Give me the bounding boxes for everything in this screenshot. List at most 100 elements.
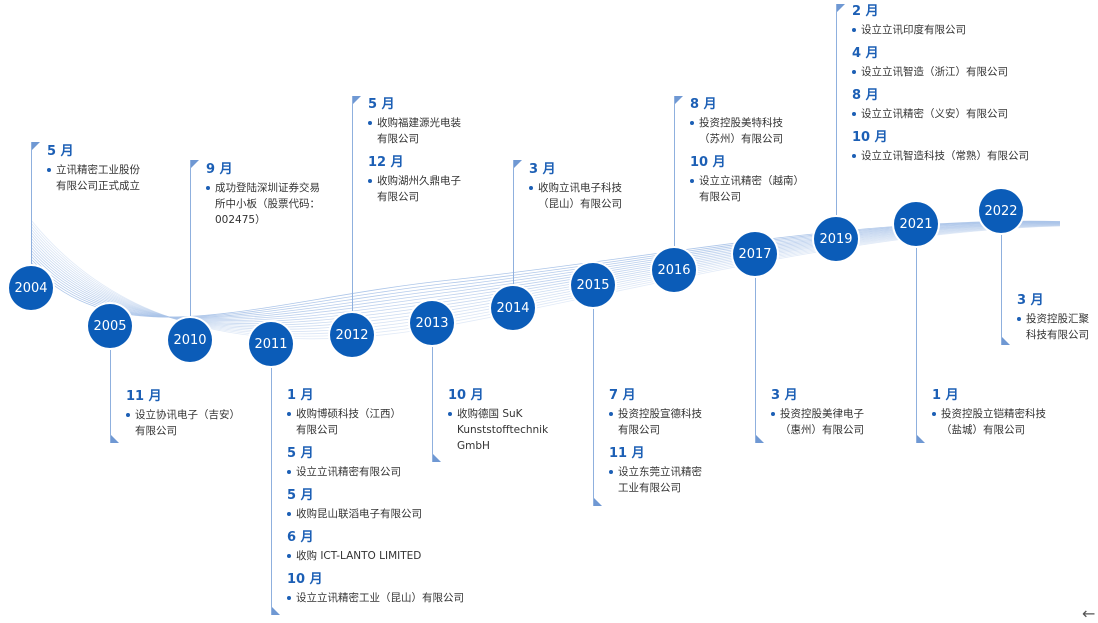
timeline-pole [352,96,353,335]
timeline-pole [31,142,32,288]
event-month: 11 月 [126,389,162,404]
event-month: 5 月 [287,446,314,461]
event-month: 5 月 [47,144,74,159]
year-node[interactable]: 2010 [168,318,212,362]
event-month: 3 月 [771,388,798,403]
event-month: 8 月 [852,88,879,103]
year-node[interactable]: 2013 [410,301,454,345]
event-item: 设立立讯精密有限公司 [287,464,464,480]
event-item: 收购博硕科技（江西） 有限公司 [287,406,464,438]
event-month: 1 月 [932,388,959,403]
timeline-pole [432,323,433,462]
year-node[interactable]: 2012 [330,313,374,357]
event-month: 10 月 [287,572,323,587]
timeline-pole [190,160,191,340]
wave-line [30,221,1061,318]
event-block: 10 月收购德国 SuK Kunststofftechnik GmbH [448,386,548,460]
year-node[interactable]: 2014 [491,286,535,330]
event-block: 3 月投资控股美律电子 （惠州）有限公司 [771,386,864,444]
wave-line [30,220,1061,318]
event-month: 1 月 [287,388,314,403]
year-node[interactable]: 2019 [814,217,858,261]
event-month: 11 月 [609,446,645,461]
event-month: 3 月 [529,162,556,177]
event-item: 收购昆山联滔电子有限公司 [287,506,464,522]
event-month: 10 月 [448,388,484,403]
wave-line [30,225,1061,335]
event-block: 1 月投资控股立铠精密科技 （盐城）有限公司 [932,386,1046,444]
event-month: 8 月 [690,97,717,112]
event-month: 7 月 [609,388,636,403]
flag-icon [675,96,683,104]
timeline-pole [836,4,837,239]
flag-icon [32,142,40,150]
wave-line [30,224,1061,328]
wave-line [30,223,1061,324]
timeline-pole [513,160,514,308]
year-node[interactable]: 2015 [571,263,615,307]
event-item: 设立立讯精密（越南） 有限公司 [690,173,804,205]
wave-line [30,221,1061,319]
event-month: 9 月 [206,162,233,177]
flag-icon [514,160,522,168]
event-item: 投资控股美特科技 （苏州）有限公司 [690,115,804,147]
event-block: 5 月立讯精密工业股份 有限公司正式成立 [47,142,140,200]
timeline-pole [271,344,272,615]
wave-line [30,221,1061,318]
event-item: 设立立讯智造（浙江）有限公司 [852,64,1029,80]
event-item: 立讯精密工业股份 有限公司正式成立 [47,162,140,194]
flag-icon [756,435,764,443]
year-node[interactable]: 2011 [249,322,293,366]
event-month: 12 月 [368,155,404,170]
event-item: 设立立讯精密（义安）有限公司 [852,106,1029,122]
event-item: 设立立讯精密工业（昆山）有限公司 [287,590,464,606]
event-month: 5 月 [287,488,314,503]
timeline-pole [755,254,756,443]
year-node[interactable]: 2022 [979,189,1023,233]
timeline-pole [916,224,917,443]
event-item: 收购立讯电子科技 （昆山）有限公司 [529,180,622,212]
wave-line [30,222,1061,320]
arrow-left-icon[interactable]: ← [1082,604,1096,623]
event-item: 收购湖州久鼎电子 有限公司 [368,173,461,205]
year-node[interactable]: 2016 [652,248,696,292]
year-node[interactable]: 2005 [88,304,132,348]
event-month: 5 月 [368,97,395,112]
wave-line [30,222,1061,337]
event-month: 10 月 [852,130,888,145]
timeline-pole [593,285,594,506]
wave-line [30,224,1061,332]
flag-icon [111,435,119,443]
event-month: 10 月 [690,155,726,170]
event-block: 8 月投资控股美特科技 （苏州）有限公司 10 月设立立讯精密（越南） 有限公司 [690,95,804,211]
event-block: 3 月投资控股汇聚 科技有限公司 [1017,291,1089,349]
wave-line [30,219,1061,340]
event-item: 设立东莞立讯精密 工业有限公司 [609,464,702,496]
timeline-pole [110,326,111,443]
event-item: 投资控股美律电子 （惠州）有限公司 [771,406,864,438]
event-item: 投资控股立铠精密科技 （盐城）有限公司 [932,406,1046,438]
event-month: 6 月 [287,530,314,545]
event-item: 收购福建源光电装 有限公司 [368,115,461,147]
wave-line [30,223,1061,323]
flag-icon [594,498,602,506]
flag-icon [1002,337,1010,345]
year-node[interactable]: 2021 [894,202,938,246]
event-item: 收购 ICT-LANTO LIMITED [287,548,464,564]
wave-line [30,224,1061,330]
flag-icon [353,96,361,104]
event-month: 3 月 [1017,293,1044,308]
event-month: 2 月 [852,4,879,19]
event-item: 设立立讯智造科技（常熟）有限公司 [852,148,1029,164]
event-block: 3 月收购立讯电子科技 （昆山）有限公司 [529,160,622,218]
timeline-pole [674,96,675,270]
event-item: 收购德国 SuK Kunststofftechnik GmbH [448,406,548,454]
year-node[interactable]: 2017 [733,232,777,276]
flag-icon [272,607,280,615]
year-node[interactable]: 2004 [9,266,53,310]
